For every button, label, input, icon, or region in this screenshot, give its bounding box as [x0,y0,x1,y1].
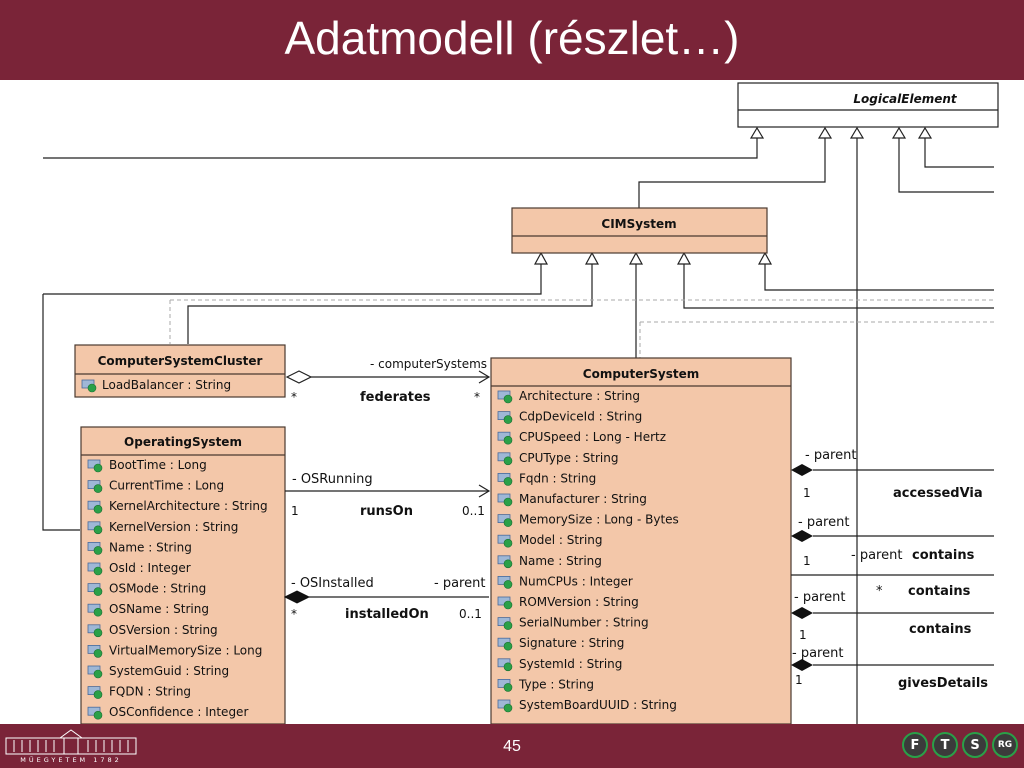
attribute-text: Name : String [519,554,602,568]
contains-3-label: contains [909,622,972,637]
attribute-text: Manufacturer : String [519,492,647,506]
accessed-via-role: - parent [805,448,856,463]
attribute-text: OSConfidence : Integer [109,705,248,719]
attribute-text: Architecture : String [519,389,640,403]
class-name-logical-element: LogicalElement [853,92,958,106]
attribute-text: OSVersion : String [109,623,218,637]
contains-1-role-2: - parent [851,548,902,563]
class-operating-system[interactable]: OperatingSystem BootTime : LongCurrentTi… [80,426,286,725]
assoc-federates[interactable]: - computerSystems * federates * [285,357,491,405]
federates-role: - computerSystems [370,357,487,371]
class-name-cluster: ComputerSystemCluster [98,354,263,368]
federates-mult-right: * [474,390,480,404]
title-bar: Adatmodell (részlet…) [0,0,1024,80]
generalization-arrows [533,126,933,265]
assoc-installed-on[interactable]: - OSInstalled - parent * installedOn 0..… [283,576,489,622]
attribute-text: OSName : String [109,602,209,616]
page-number: 45 [503,738,521,755]
accessed-via-mult: 1 [803,486,811,500]
gives-details-role: - parent [792,646,843,661]
attribute-text: CPUType : String [519,451,618,465]
attribute-text: MemorySize : Long - Bytes [519,513,679,527]
attribute-text: Signature : String [519,636,624,650]
runs-on-mult-left: 1 [291,504,299,518]
assoc-contains-2[interactable]: * contains [791,574,994,599]
assoc-gives-details[interactable]: - parent 1 givesDetails [791,646,994,691]
assoc-runs-on[interactable]: - OSRunning 1 runsOn 0..1 [285,472,491,519]
contains-3-role: - parent [794,590,845,605]
ftsrg-logo-s: S [962,732,988,758]
contains-2-mult: * [876,584,883,599]
attr-load-balancer: LoadBalancer : String [102,378,231,392]
installed-on-mult-right: 0..1 [459,607,482,621]
attribute-text: ROMVersion : String [519,595,639,609]
assoc-accessed-via[interactable]: - parent 1 accessedVia [791,448,994,501]
attribute-text: VirtualMemorySize : Long [109,643,262,657]
runs-on-label: runsOn [360,504,413,519]
attribute-text: KernelArchitecture : String [109,499,268,513]
federates-mult-left: * [291,390,297,404]
contains-2-label: contains [908,584,971,599]
runs-on-mult-right: 0..1 [462,504,485,518]
contains-1-mult: 1 [803,554,811,568]
federates-label: federates [360,390,431,405]
dashed-lines [169,299,994,358]
attribute-text: Name : String [109,540,192,554]
attribute-text: OsId : Integer [109,561,191,575]
attribute-text: BootTime : Long [109,458,207,472]
installed-on-role-left: - OSInstalled [291,576,374,591]
assoc-contains-1[interactable]: - parent 1 - parent contains [791,515,994,568]
ftsrg-logo-f: F [902,732,928,758]
ftsrg-logo-rg: RG [992,732,1018,758]
class-name-computer-system: ComputerSystem [583,367,699,381]
gives-details-label: givesDetails [898,676,988,691]
runs-on-role: - OSRunning [292,472,373,487]
installed-on-role-right: - parent [434,576,485,591]
gives-details-mult: 1 [795,673,803,687]
contains-3-mult: 1 [799,628,807,642]
footer-bar: MŰEGYETEM 1782 45 F T S RG [0,724,1024,768]
attribute-text: NumCPUs : Integer [519,574,633,588]
class-computer-system[interactable]: ComputerSystem Architecture : StringCdpD… [490,357,792,725]
attribute-text: CPUSpeed : Long - Hertz [519,430,666,444]
university-logo: MŰEGYETEM 1782 [5,729,137,764]
attribute-text: SystemGuid : String [109,664,229,678]
ftsrg-logo: F T S RG [902,732,1018,758]
attribute-text: CdpDeviceId : String [519,410,642,424]
installed-on-mult-left: * [291,607,297,621]
class-logical-element[interactable]: LogicalElement [737,82,999,128]
attribute-text: SystemBoardUUID : String [519,698,677,712]
contains-1-label: contains [912,548,975,563]
attribute-text: SerialNumber : String [519,616,649,630]
attribute-text: CurrentTime : Long [109,479,224,493]
installed-on-label: installedOn [345,607,429,622]
attribute-text: Type : String [518,677,594,691]
ftsrg-logo-t: T [932,732,958,758]
class-name-cim-system: CIMSystem [601,217,676,231]
university-name: MŰEGYETEM 1782 [20,755,122,764]
class-computer-system-cluster[interactable]: ComputerSystemCluster LoadBalancer : Str… [74,344,286,398]
class-name-operating-system: OperatingSystem [124,435,242,449]
inheritance-lines [42,138,994,724]
assoc-contains-3[interactable]: - parent 1 contains [791,590,994,642]
attribute-text: KernelVersion : String [109,520,238,534]
uml-diagram: LogicalElement CIMSystem ComputerSystemC… [0,80,1024,725]
attribute-text: Model : String [519,533,603,547]
class-cim-system[interactable]: CIMSystem [511,207,768,254]
accessed-via-label: accessedVia [893,486,983,501]
slide-title: Adatmodell (részlet…) [284,12,740,64]
attribute-text: FQDN : String [109,685,191,699]
attribute-text: SystemId : String [519,657,622,671]
attribute-text: OSMode : String [109,582,206,596]
contains-1-role: - parent [798,515,849,530]
attribute-text: Fqdn : String [519,471,596,485]
